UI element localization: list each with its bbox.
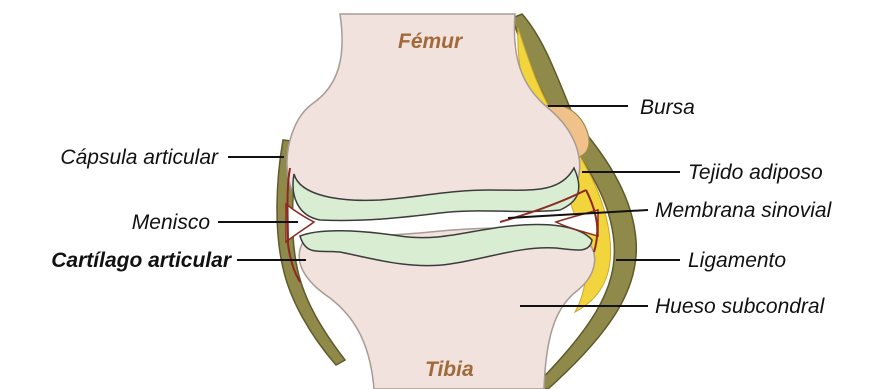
menisco-label: Menisco [132, 211, 211, 234]
hueso-label: Hueso subcondral [655, 295, 826, 318]
cartilago-label: Cartílago articular [51, 249, 233, 272]
bursa-label: Bursa [640, 96, 695, 119]
capsula-label: Cápsula articular [60, 146, 219, 169]
tejido-label: Tejido adiposo [688, 161, 823, 184]
membrana-label: Membrana sinovial [655, 199, 833, 222]
femur-label: Fémur [398, 30, 464, 53]
ligamento-label: Ligamento [688, 249, 786, 272]
tibia-label: Tibia [425, 358, 474, 381]
